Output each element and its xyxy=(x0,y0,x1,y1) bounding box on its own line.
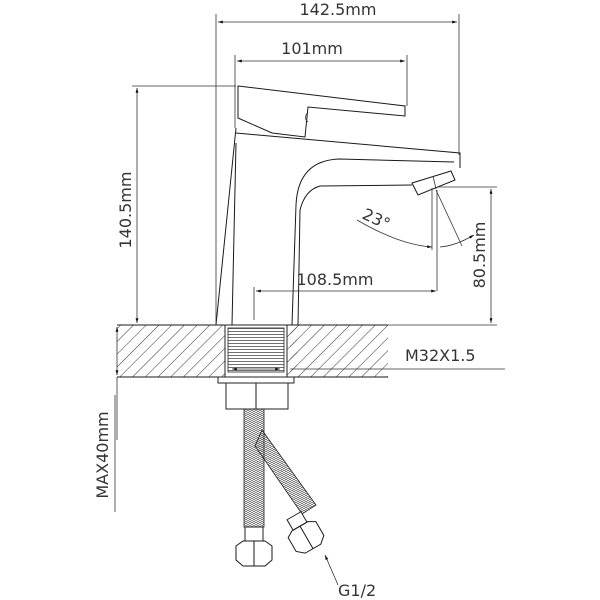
dimension-overall-width: 142.5mm xyxy=(215,0,460,325)
dimension-thread: M32X1.5 xyxy=(290,346,505,370)
dimension-max-deck: MAX40mm xyxy=(93,326,119,512)
label-spout-height: 80.5mm xyxy=(470,222,489,289)
label-handle-length: 101mm xyxy=(281,39,343,58)
dimension-spout-angle: 23° xyxy=(356,188,475,250)
dimension-spout-height: 80.5mm xyxy=(388,186,497,326)
label-hose-connection: G1/2 xyxy=(338,581,376,600)
label-spout-reach: 108.5mm xyxy=(297,270,374,289)
label-overall-height: 140.5mm xyxy=(116,172,135,249)
threaded-shank xyxy=(224,324,288,378)
supply-hoses xyxy=(235,408,339,586)
dimension-overall-height: 140.5mm xyxy=(116,85,236,324)
label-max-deck: MAX40mm xyxy=(93,411,112,498)
dimension-handle-length: 101mm xyxy=(234,39,408,128)
label-spout-angle: 23° xyxy=(359,204,393,233)
mounting-nut xyxy=(217,376,295,410)
label-thread: M32X1.5 xyxy=(405,346,476,365)
dimension-spout-reach: 108.5mm xyxy=(253,190,438,320)
faucet-body xyxy=(215,85,461,326)
label-overall-width: 142.5mm xyxy=(300,0,377,19)
